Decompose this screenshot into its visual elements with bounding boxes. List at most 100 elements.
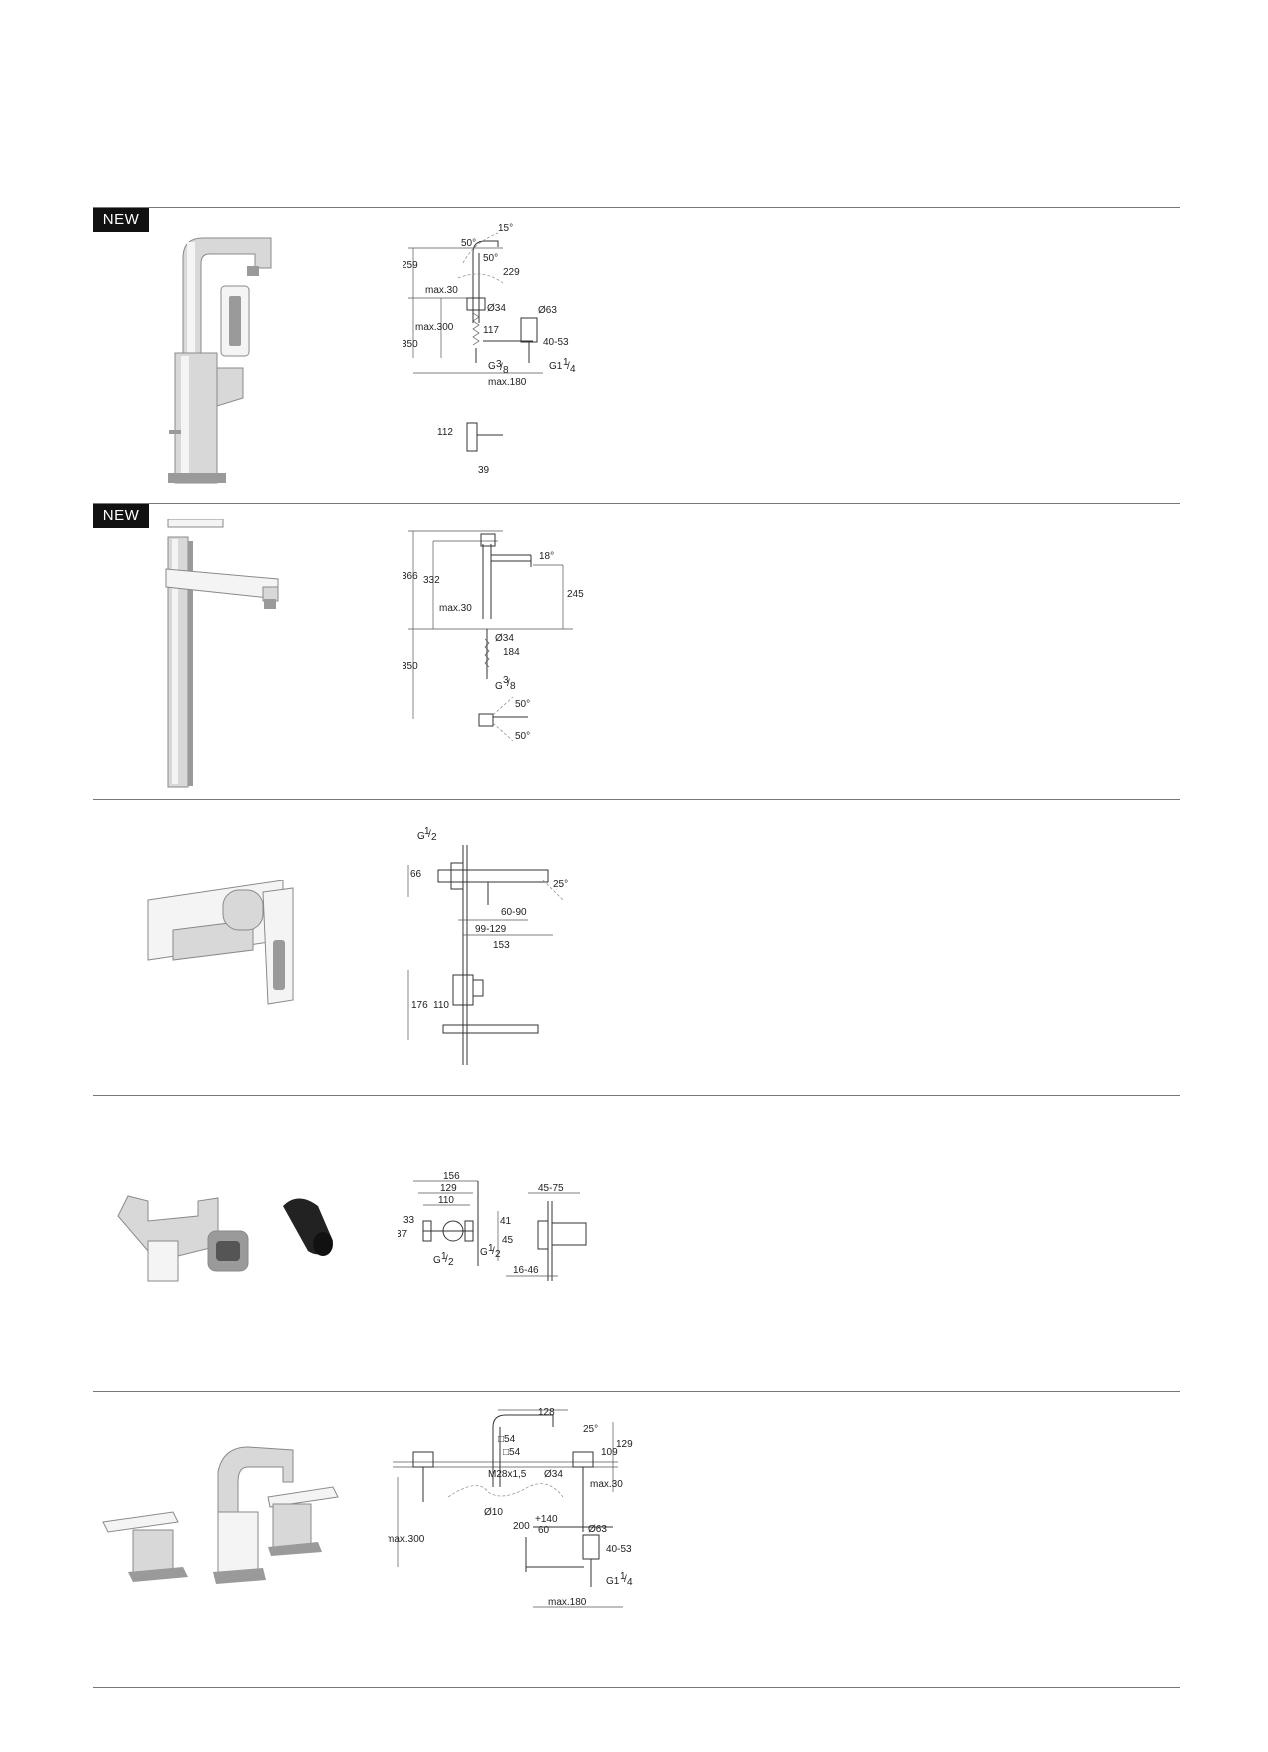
- dim-label: 41: [500, 1216, 512, 1227]
- dim-label: /: [445, 1254, 448, 1265]
- product-section-1: NEW 15° 50° 50° 259 229 max.30: [93, 207, 1180, 503]
- dim-label: 18°: [539, 551, 554, 562]
- dim-label: /: [492, 1246, 495, 1257]
- dim-label: 45-75: [538, 1183, 564, 1194]
- dim-label: max.300: [388, 1534, 425, 1545]
- dim-label: G: [488, 361, 496, 372]
- dim-label: 129: [440, 1183, 457, 1194]
- dim-label: 2: [448, 1257, 454, 1268]
- dim-label: 15°: [498, 223, 513, 234]
- dim-label: G: [495, 681, 503, 692]
- dim-label: 350: [403, 661, 418, 672]
- dim-label: 245: [567, 589, 584, 600]
- dim-label: 4: [627, 1577, 633, 1588]
- tall-basin-mixer-dimension-drawing-icon: 18° 366 332 245 max.30 Ø34 184 350 G 3 /…: [403, 530, 584, 742]
- dim-label: 1: [424, 826, 430, 837]
- product-section-4: 156 129 110 45-75 33 37 41 45 G 1 / 2 G …: [93, 1095, 1180, 1391]
- dim-label: 60-90: [501, 907, 527, 918]
- dim-label: □54: [503, 1447, 521, 1458]
- dim-label: /: [624, 1574, 627, 1585]
- dim-label: 40-53: [543, 337, 569, 348]
- dim-label: max.180: [488, 377, 527, 388]
- dim-label: 184: [503, 647, 520, 658]
- dim-label: max.30: [439, 603, 472, 614]
- dim-label: Ø63: [588, 1524, 607, 1535]
- three-hole-basin-mixer-icon: [102, 1446, 339, 1584]
- dim-label: 110: [438, 1195, 454, 1206]
- dim-label: 1: [488, 1243, 494, 1254]
- dim-label: G: [480, 1247, 488, 1258]
- dim-label: 3: [503, 675, 509, 686]
- dim-label: max.30: [425, 285, 458, 296]
- dim-label: 109: [601, 1447, 618, 1458]
- dim-label: 40-53: [606, 1544, 632, 1555]
- dim-label: 8: [510, 681, 516, 692]
- dim-label: 112: [437, 427, 453, 438]
- basin-mixer-dimension-drawing-icon: 15° 50° 50° 259 229 max.30 Ø34 Ø63 max.3…: [403, 223, 576, 476]
- dim-label: 37: [398, 1229, 408, 1240]
- dim-label: G: [417, 831, 425, 842]
- dim-label: Ø34: [487, 303, 506, 314]
- dim-label: 50°: [515, 699, 530, 710]
- dim-label: 60: [538, 1525, 550, 1536]
- dim-label: max.30: [590, 1479, 623, 1490]
- dim-label: max.180: [548, 1597, 587, 1608]
- new-badge: NEW: [93, 208, 149, 232]
- dim-label: 2: [431, 832, 437, 843]
- dim-label: 3: [496, 359, 502, 370]
- dim-label: 350: [403, 339, 418, 350]
- dim-label: 99-129: [475, 924, 507, 935]
- dim-label: G1: [606, 1576, 620, 1587]
- dim-label: 1: [563, 357, 569, 368]
- dim-label: 25°: [583, 1424, 598, 1435]
- product-section-5: 128 25° □54 □54 109 129 M28x1,5 Ø34 max.…: [93, 1391, 1180, 1687]
- dim-label: 117: [483, 325, 499, 336]
- dim-label: 8: [503, 365, 509, 376]
- dim-label: /: [428, 829, 431, 840]
- dim-label: /: [567, 361, 570, 372]
- dim-label: max.300: [415, 322, 454, 333]
- dim-label: 2: [495, 1249, 501, 1260]
- dim-label: 45: [502, 1235, 514, 1246]
- dim-label: 153: [493, 940, 510, 951]
- dim-label: G: [433, 1255, 441, 1266]
- dim-label: 33: [403, 1215, 415, 1226]
- dim-label: Ø63: [538, 305, 557, 316]
- product-section-3: G 1 / 2 66 25° 60-90 99-129 153 176 110: [93, 799, 1180, 1095]
- dim-label: 110: [433, 1000, 449, 1011]
- dim-label: Ø34: [495, 633, 514, 644]
- dim-label: 129: [616, 1439, 633, 1450]
- dim-label: 50°: [461, 238, 476, 249]
- dim-label: 66: [410, 869, 422, 880]
- dim-label: 39: [478, 465, 490, 476]
- product-section-2: NEW 18° 366 332 245 max.30 Ø34: [93, 503, 1180, 799]
- dim-label: /: [507, 678, 510, 689]
- wall-mounted-basin-mixer-icon: [147, 880, 294, 1005]
- extra-tall-basin-mixer-icon: [165, 519, 279, 788]
- dim-label: Ø10: [484, 1507, 503, 1518]
- dim-label: 176: [411, 1000, 428, 1011]
- concealed-body-dimension-drawing-icon: 156 129 110 45-75 33 37 41 45 G 1 / 2 G …: [398, 1171, 587, 1281]
- dim-label: 156: [443, 1171, 460, 1182]
- dim-label: 332: [423, 575, 440, 586]
- dim-label: 1: [441, 1251, 447, 1262]
- dim-label: 50°: [483, 253, 498, 264]
- dim-label: 200: [513, 1521, 530, 1532]
- wall-mixer-dimension-drawing-icon: G 1 / 2 66 25° 60-90 99-129 153 176 110: [407, 826, 568, 1065]
- dim-label: +140: [535, 1514, 558, 1525]
- dim-label: 50°: [515, 731, 530, 742]
- dim-label: □54: [498, 1434, 516, 1445]
- dim-label: 128: [538, 1407, 555, 1418]
- dim-label: 366: [403, 571, 418, 582]
- three-hole-mixer-dimension-drawing-icon: 128 25° □54 □54 109 129 M28x1,5 Ø34 max.…: [388, 1407, 633, 1608]
- concealed-body-and-extension-icon: [117, 1195, 333, 1282]
- dim-label: Ø34: [544, 1469, 563, 1480]
- dim-label: M28x1,5: [488, 1469, 527, 1480]
- dim-label: 229: [503, 267, 520, 278]
- new-badge: NEW: [93, 504, 149, 528]
- dim-label: 16-46: [513, 1265, 539, 1276]
- dim-label: /: [500, 362, 503, 373]
- dim-label: 259: [403, 260, 418, 271]
- dim-label: 1: [620, 1571, 626, 1582]
- tall-basin-mixer-with-popup-icon: [168, 237, 272, 484]
